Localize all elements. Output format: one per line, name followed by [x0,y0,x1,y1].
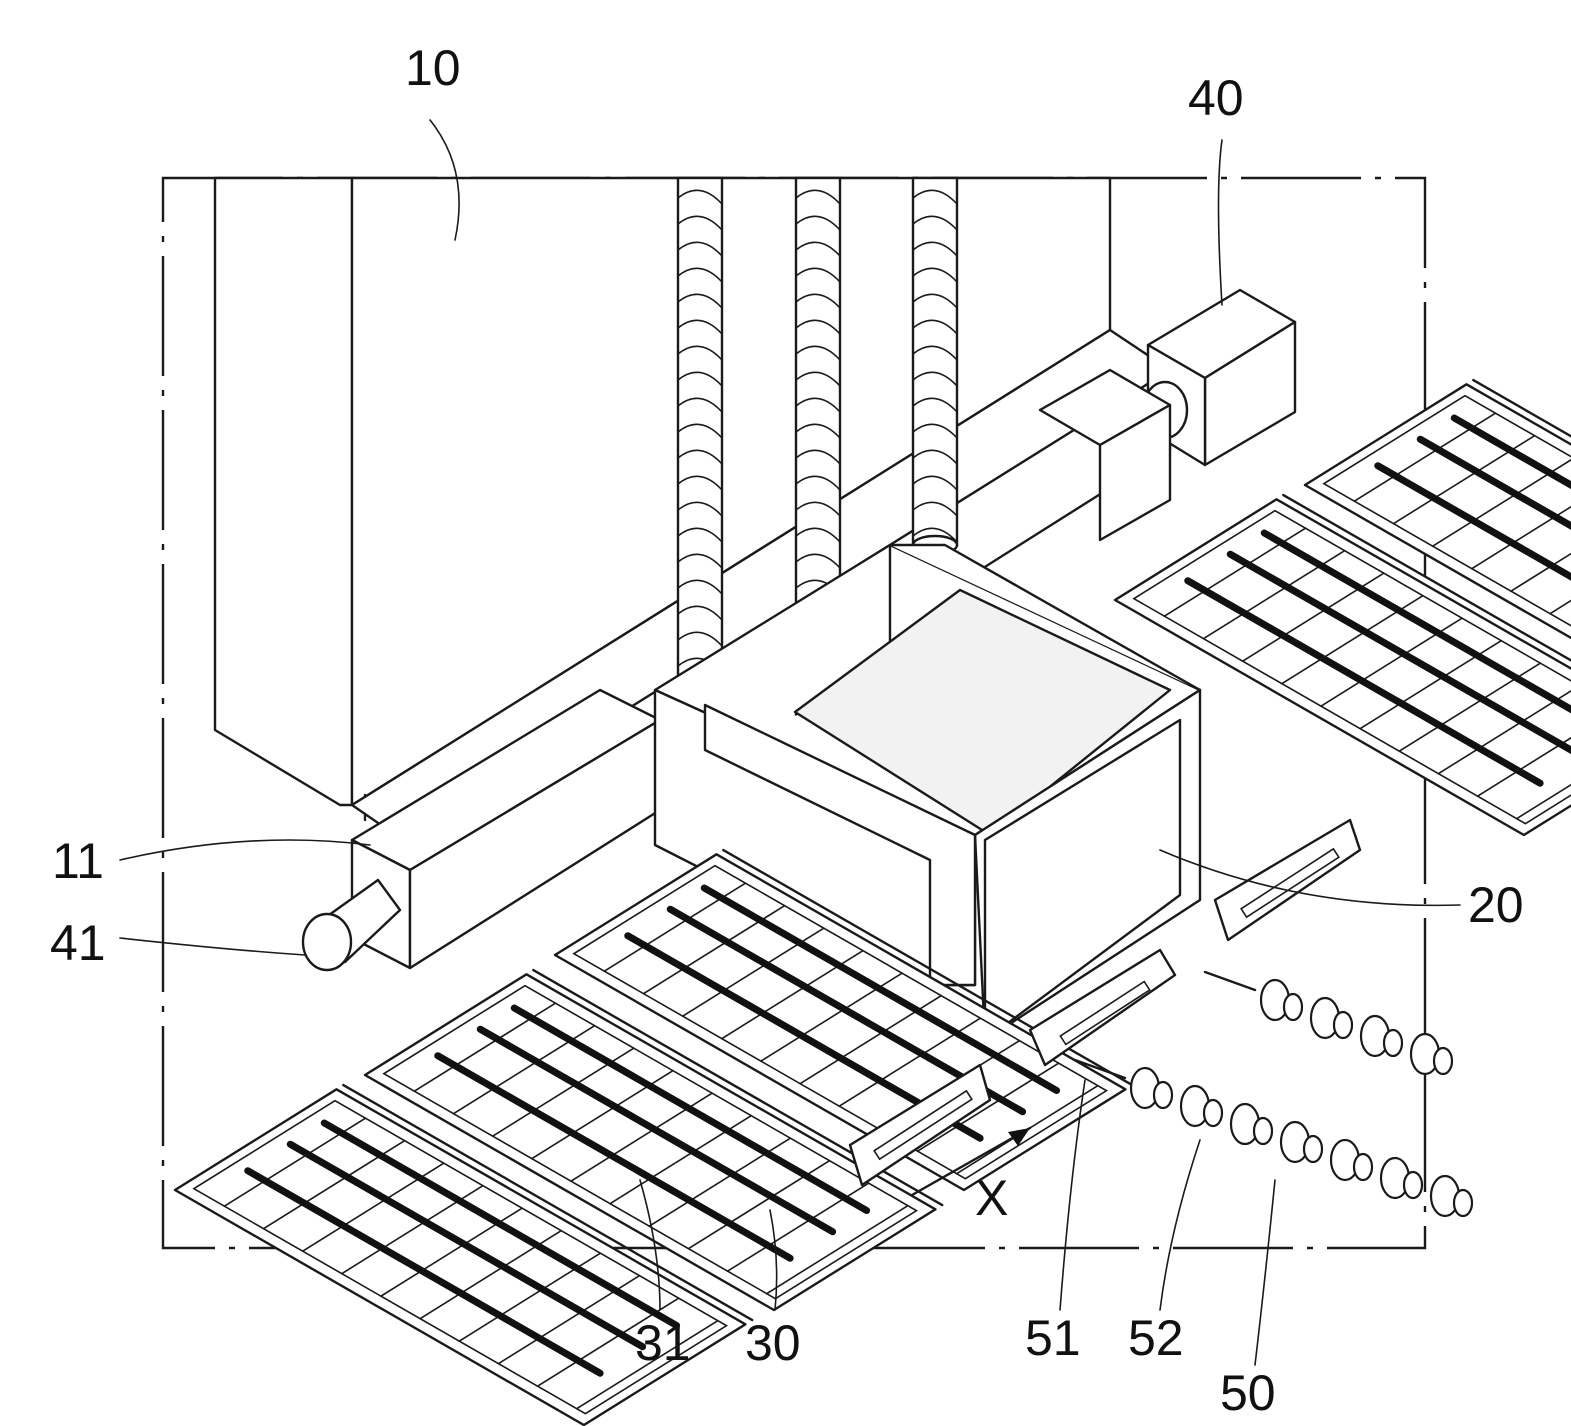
screw-3 [913,178,957,554]
screw-2 [796,178,840,624]
screw-1 [678,178,722,699]
label-41: 41 [50,915,106,971]
bead-chains [1075,972,1472,1216]
label-40: 40 [1188,70,1244,126]
label-10: 10 [405,40,461,96]
label-11: 11 [52,833,104,889]
label-20: 20 [1468,877,1524,933]
label-x: X [975,1170,1008,1226]
label-52: 52 [1128,1310,1184,1366]
label-51: 51 [1025,1310,1081,1366]
label-50: 50 [1220,1365,1276,1421]
label-30: 30 [745,1315,801,1371]
label-31: 31 [635,1315,691,1371]
bead-chain-2 [1205,972,1452,1074]
